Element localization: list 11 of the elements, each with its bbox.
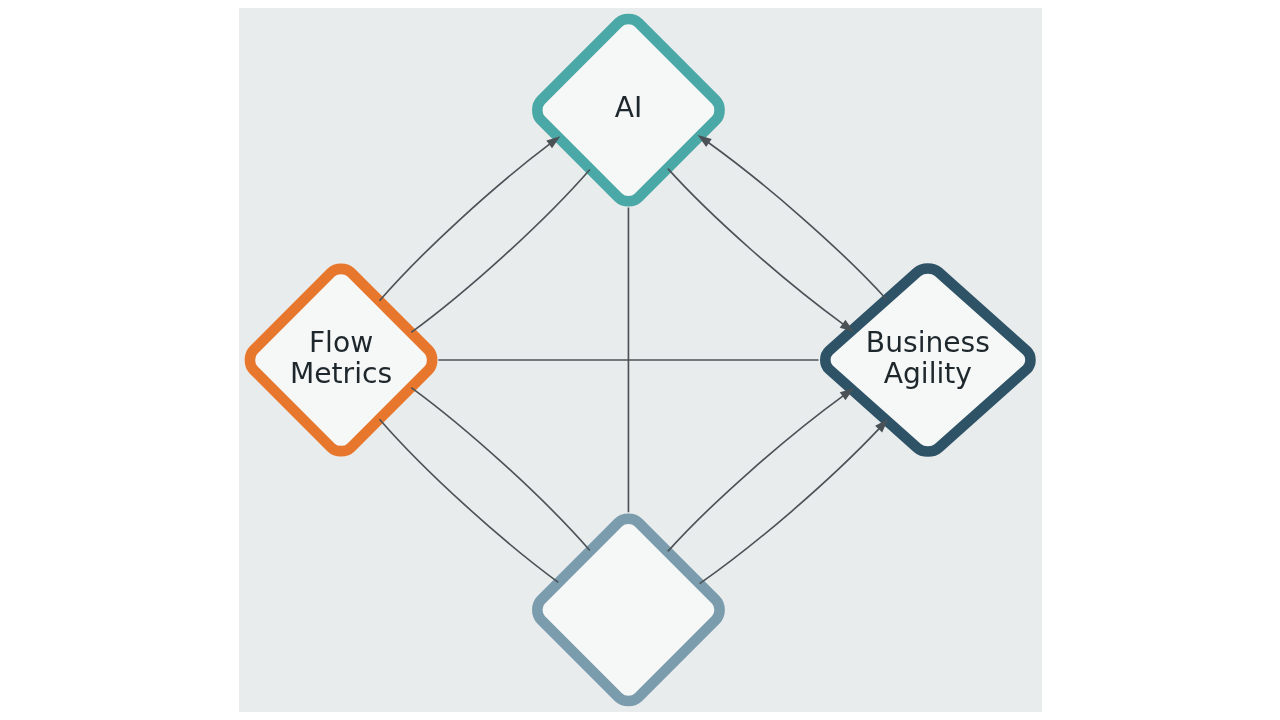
arrow bbox=[378, 136, 560, 302]
arrow bbox=[666, 167, 854, 332]
connector bbox=[627, 206, 629, 514]
connector bbox=[409, 386, 591, 552]
arrow bbox=[697, 134, 887, 300]
arrow bbox=[666, 388, 854, 553]
arrow bbox=[698, 419, 888, 585]
node-diamond bbox=[531, 513, 725, 707]
connector bbox=[409, 168, 591, 334]
connector bbox=[437, 359, 819, 361]
connector bbox=[378, 418, 559, 584]
